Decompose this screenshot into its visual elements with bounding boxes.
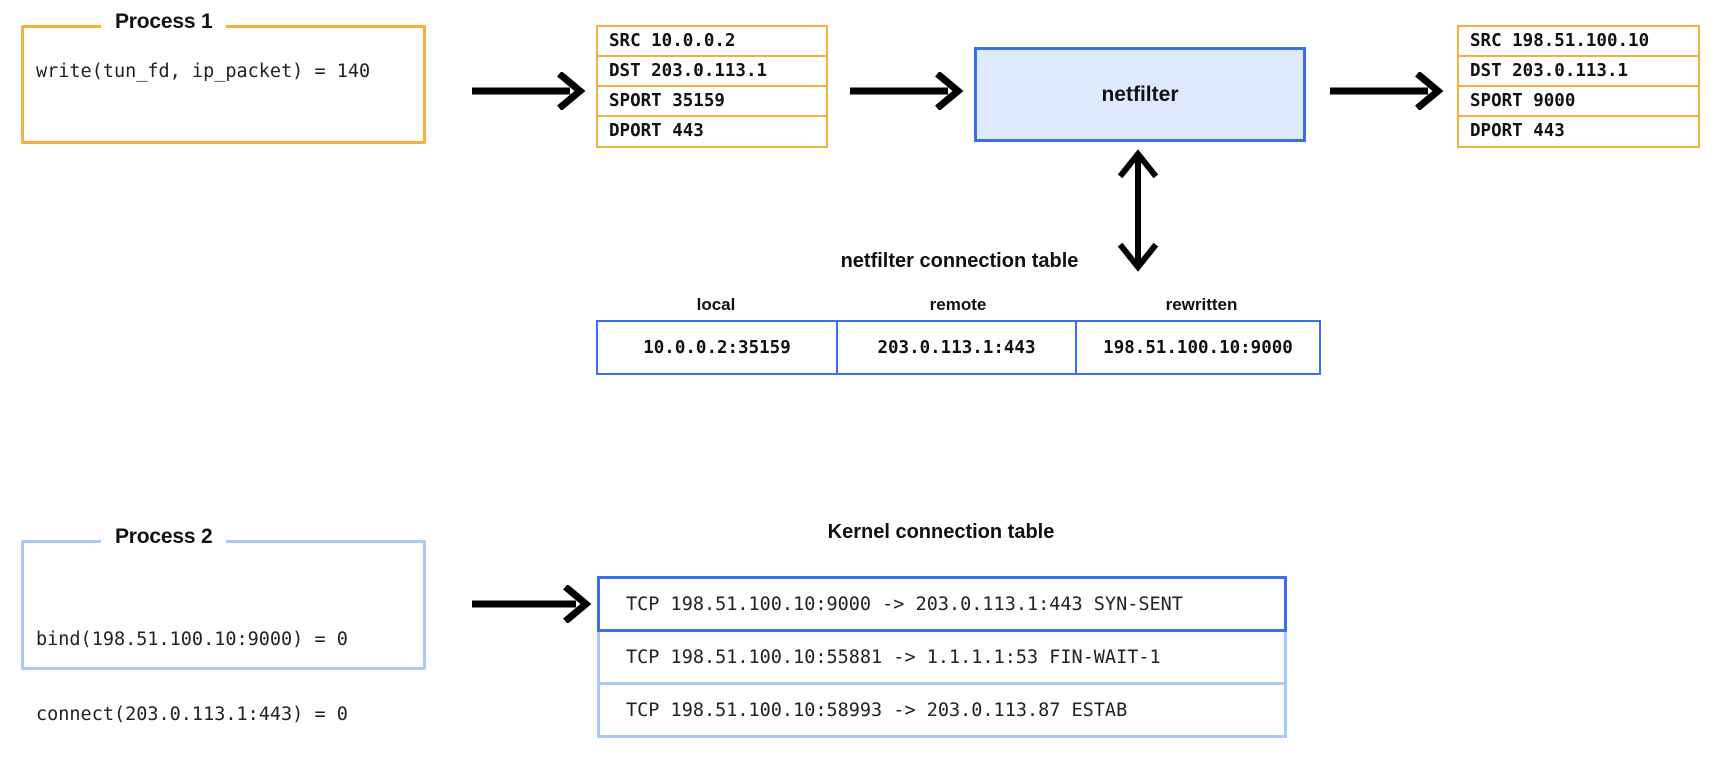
arrow-right-icon: [472, 71, 586, 111]
process-1-legend: Process 1: [101, 10, 227, 34]
arrow-right-icon: [850, 71, 964, 111]
process-1-syscall-text: write(tun_fd, ip_packet) = 140: [36, 61, 371, 82]
packet-out-row-dport: DPORT 443: [1457, 115, 1700, 148]
arrow-process2-to-kernel-table: [470, 584, 596, 628]
packet-out-row-sport: SPORT 9000: [1457, 85, 1700, 118]
process-1-border: [21, 25, 426, 144]
arrow-packet-in-to-netfilter: [848, 71, 966, 115]
netfilter-table-cell-local: 10.0.0.2:35159: [596, 320, 838, 375]
arrow-process1-to-packet-in: [470, 71, 588, 115]
netfilter-connection-table: 10.0.0.2:35159 203.0.113.1:443 198.51.10…: [596, 320, 1321, 375]
process-2-legend: Process 2: [101, 525, 227, 549]
process-2-bind-call: bind(198.51.100.10:9000) = 0: [36, 629, 348, 650]
process-2-syscalls: bind(198.51.100.10:9000) = 0 connect(203…: [36, 577, 416, 777]
kernel-table-row-2: TCP 198.51.100.10:55881 -> 1.1.1.1:53 FI…: [597, 629, 1287, 685]
packet-out-row-dst: DST 203.0.113.1: [1457, 55, 1700, 88]
packet-in-row-dport: DPORT 443: [596, 115, 828, 148]
kernel-table-title: Kernel connection table: [827, 521, 1055, 543]
process-1-box: Process 1 write(tun_fd, ip_packet) = 140: [21, 10, 426, 144]
packet-in-row-dst: DST 203.0.113.1: [596, 55, 828, 88]
packet-out-row-src: SRC 198.51.100.10: [1457, 25, 1700, 58]
arrow-right-icon: [472, 584, 592, 624]
netfilter-label: netfilter: [1101, 82, 1179, 106]
arrow-updown-icon: [1117, 149, 1159, 272]
packet-out-box: SRC 198.51.100.10 DST 203.0.113.1 SPORT …: [1457, 25, 1700, 148]
arrow-netfilter-to-packet-out: [1328, 71, 1446, 115]
packet-in-row-sport: SPORT 35159: [596, 85, 828, 118]
process-2-connect-call: connect(203.0.113.1:443) = 0: [36, 704, 348, 725]
kernel-table-row-3: TCP 198.51.100.10:58993 -> 203.0.113.87 …: [597, 682, 1287, 738]
packet-in-box: SRC 10.0.0.2 DST 203.0.113.1 SPORT 35159…: [596, 25, 828, 148]
netfilter-table-col-remote: remote: [929, 295, 987, 314]
kernel-connection-table: TCP 198.51.100.10:9000 -> 203.0.113.1:44…: [597, 576, 1287, 738]
netfilter-table-cell-remote: 203.0.113.1:443: [835, 320, 1078, 375]
kernel-table-row-1: TCP 198.51.100.10:9000 -> 203.0.113.1:44…: [597, 576, 1287, 632]
netfilter-node: netfilter: [974, 47, 1306, 142]
arrow-right-icon: [1330, 71, 1444, 111]
netfilter-table-cell-rewritten: 198.51.100.10:9000: [1075, 320, 1321, 375]
process-2-box: Process 2 bind(198.51.100.10:9000) = 0 c…: [21, 525, 426, 725]
arrow-netfilter-to-netfilter-table: [1108, 148, 1168, 278]
netfilter-table-col-rewritten: rewritten: [1165, 295, 1238, 314]
netfilter-table-title: netfilter connection table: [840, 250, 1079, 272]
netfilter-table-col-local: local: [696, 295, 736, 314]
packet-in-row-src: SRC 10.0.0.2: [596, 25, 828, 58]
